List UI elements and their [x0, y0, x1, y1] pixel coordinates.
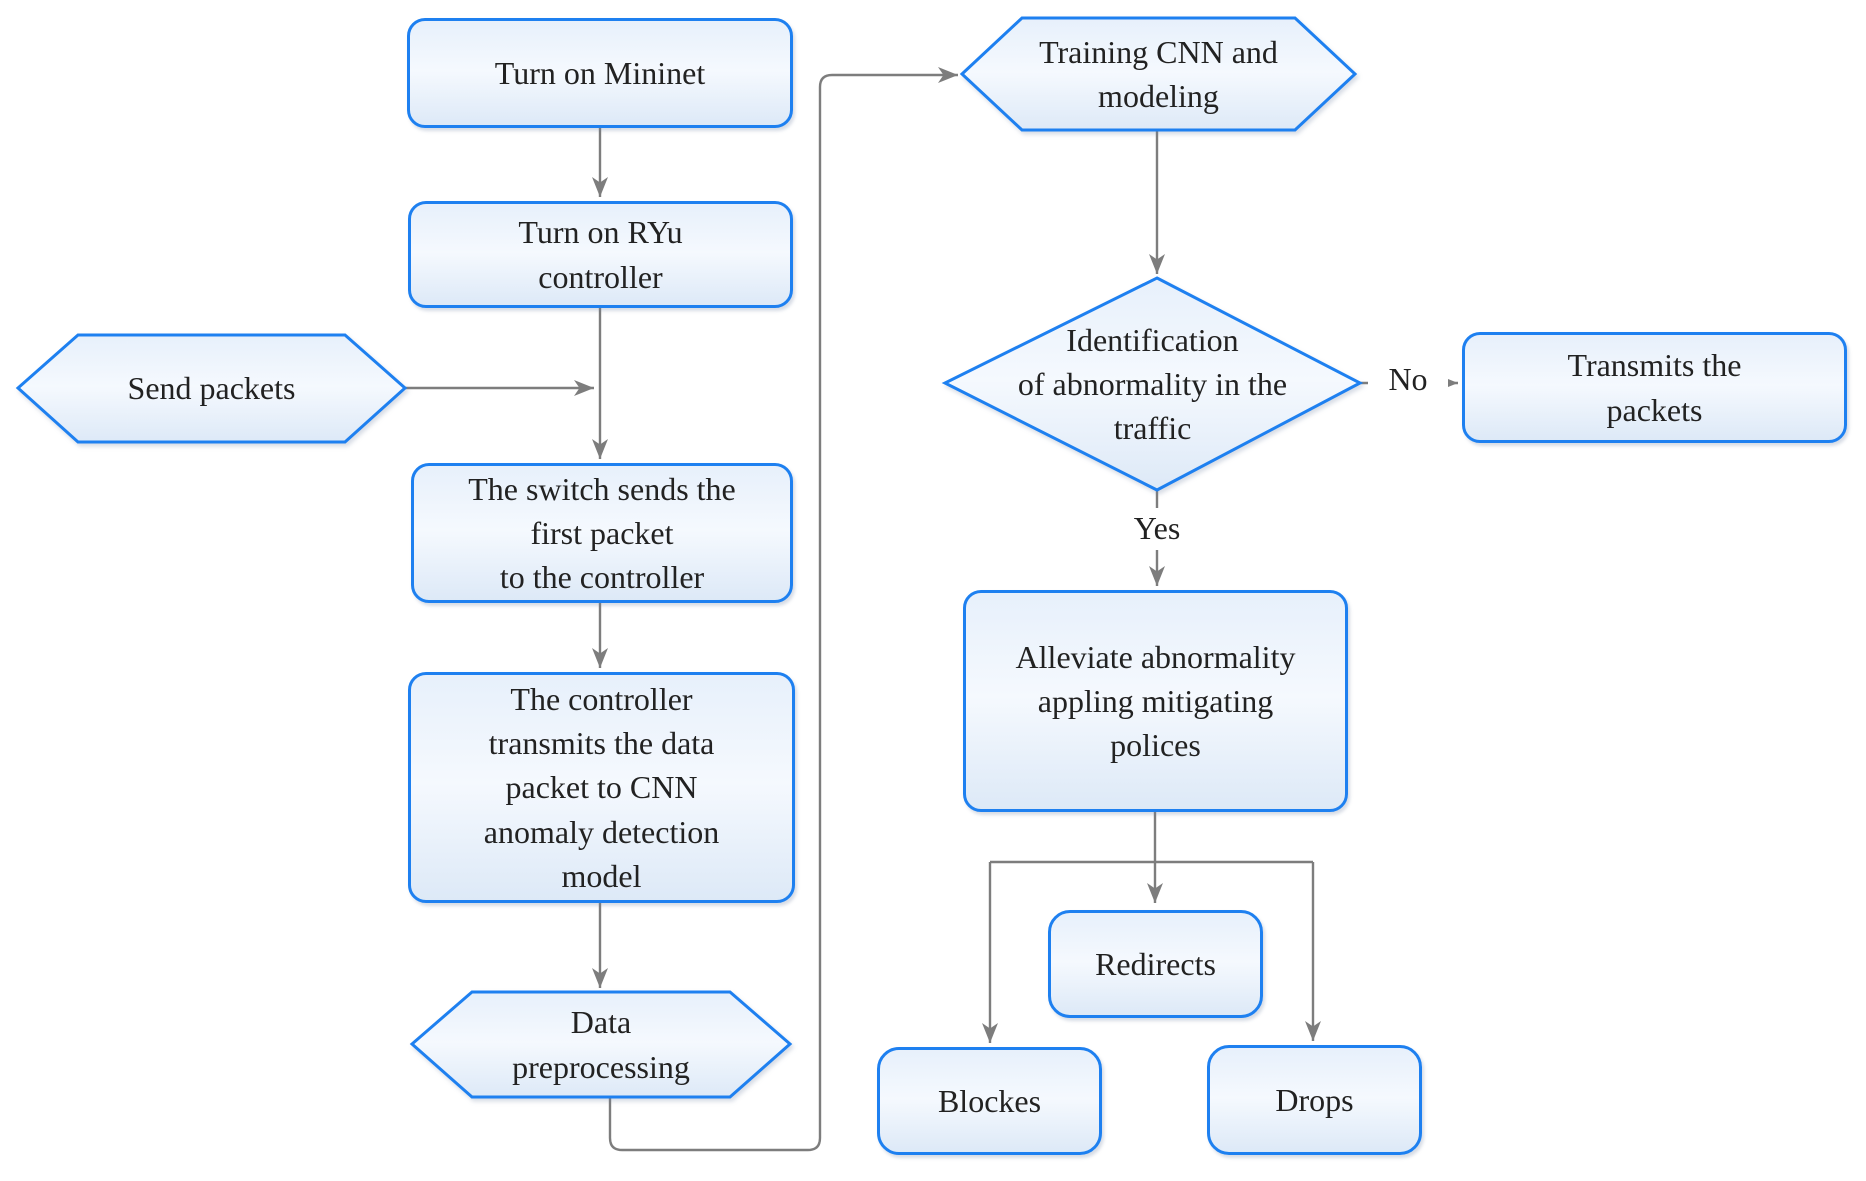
node-redirects: Redirects	[1048, 910, 1263, 1018]
node-blockes-label: Blockes	[937, 1082, 1042, 1119]
edge-label-no: No	[1368, 359, 1448, 401]
node-switch-sends-first-packet-label: The switch sends the first packet to the…	[468, 470, 736, 596]
node-alleviate-abnormality-label: Alleviate abnormality appling mitigating…	[1015, 638, 1296, 764]
node-data-preprocessing-label: Data preprocessing	[512, 1004, 690, 1085]
node-turn-on-mininet-label: Turn on Mininet	[494, 54, 706, 91]
node-data-preprocessing: Data preprocessing	[412, 992, 790, 1097]
node-send-packets-label: Send packets	[127, 370, 296, 407]
node-redirects-label: Redirects	[1095, 945, 1216, 982]
node-transmits-the-packets: Transmits the packets	[1462, 332, 1847, 443]
edge-label-yes: Yes	[1112, 508, 1202, 550]
node-transmits-the-packets-label: Transmits the packets	[1567, 347, 1742, 428]
node-alleviate-abnormality: Alleviate abnormality appling mitigating…	[963, 590, 1348, 812]
node-identification-of-abnormality-label: Identification of abnormality in the tra…	[1017, 321, 1288, 447]
node-send-packets: Send packets	[18, 335, 405, 442]
node-training-cnn-modeling: Training CNN and modeling	[962, 18, 1355, 130]
edge-preprocessing-loop-to-training	[608, 67, 958, 1152]
identification-diamond	[941, 276, 1364, 492]
data-preprocessing-hexagon	[409, 990, 793, 1099]
node-blockes: Blockes	[877, 1047, 1102, 1155]
node-turn-on-ryu-controller-label: Turn on RYu controller	[518, 214, 683, 295]
node-training-cnn-modeling-label: Training CNN and modeling	[1039, 33, 1278, 114]
training-cnn-hexagon	[959, 16, 1358, 132]
send-packets-hexagon	[15, 333, 408, 444]
node-drops: Drops	[1207, 1045, 1422, 1155]
node-controller-transmits-to-cnn-label: The controller transmits the data packet…	[483, 681, 720, 894]
node-identification-of-abnormality: Identification of abnormality in the tra…	[945, 278, 1360, 490]
node-drops-label: Drops	[1275, 1081, 1354, 1118]
edges	[405, 67, 1458, 1152]
node-turn-on-mininet: Turn on Mininet	[407, 18, 793, 128]
node-controller-transmits-to-cnn: The controller transmits the data packet…	[408, 672, 795, 903]
shapes	[15, 16, 1364, 1099]
node-switch-sends-first-packet: The switch sends the first packet to the…	[411, 463, 793, 603]
node-turn-on-ryu-controller: Turn on RYu controller	[408, 201, 793, 308]
